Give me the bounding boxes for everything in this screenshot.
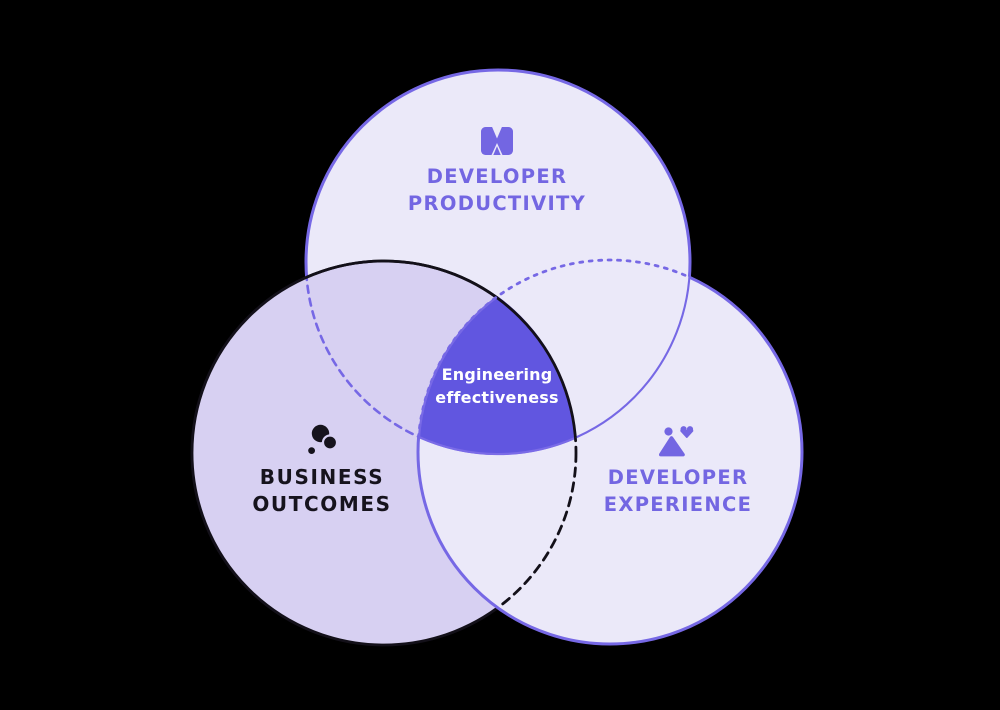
person-heart-icon xyxy=(659,426,694,457)
experience-label-line1: DEVELOPER xyxy=(607,466,749,489)
dots-cluster-icon xyxy=(307,424,338,454)
center-label-line2: effectiveness xyxy=(435,388,559,407)
business-outcomes-label: BUSINESS OUTCOMES xyxy=(221,424,423,518)
center-overlap-label: Engineering effectiveness xyxy=(396,363,598,409)
experience-label-line2: EXPERIENCE xyxy=(603,493,753,516)
left-circle-dashed-arc xyxy=(418,260,578,644)
business-label-line1: BUSINESS xyxy=(259,465,385,489)
center-label-line1: Engineering xyxy=(441,365,553,384)
top-label-line1: DEVELOPER xyxy=(426,165,568,188)
business-label-line2: OUTCOMES xyxy=(252,492,392,516)
developer-experience-label: DEVELOPER EXPERIENCE xyxy=(577,425,779,518)
top-label-line2: PRODUCTIVITY xyxy=(407,192,587,215)
right-circle-dotted-arc xyxy=(416,258,690,454)
developer-productivity-label: DEVELOPER PRODUCTIVITY xyxy=(396,126,598,217)
logo-mark-icon xyxy=(481,126,513,156)
